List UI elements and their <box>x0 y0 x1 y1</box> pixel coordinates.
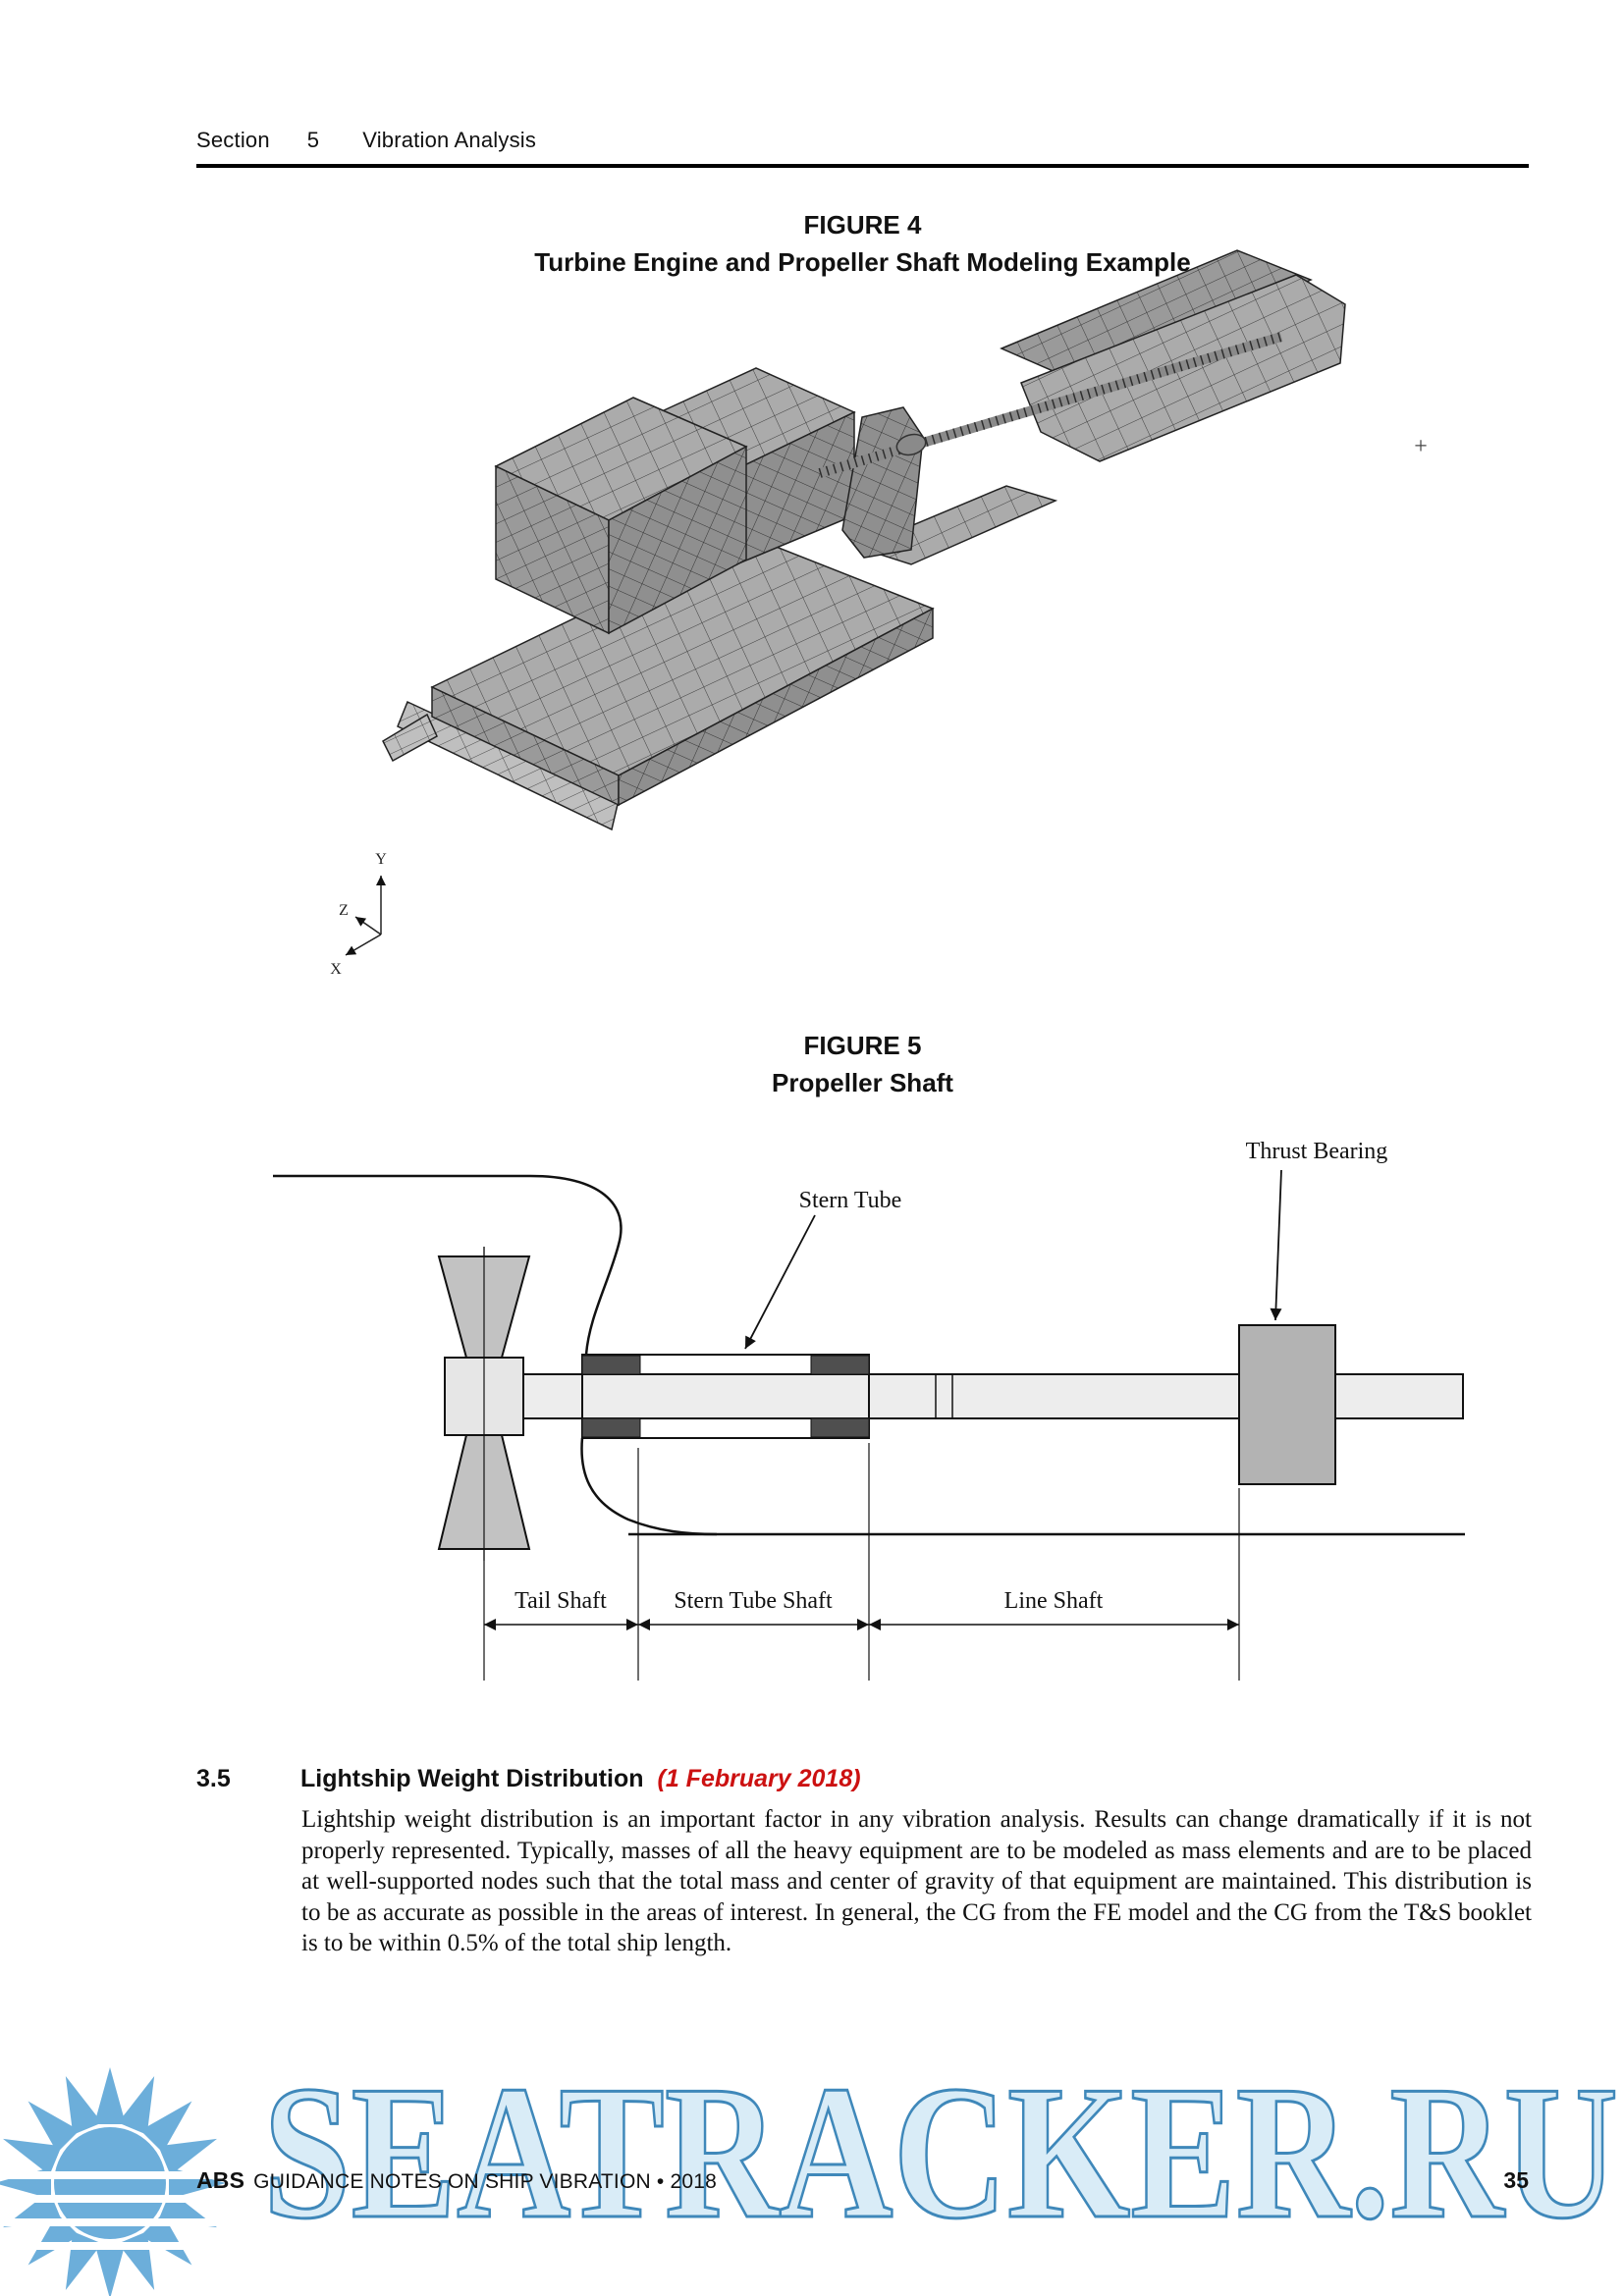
propeller-shaft-diagram: Stern Tube Thrust Bearing Tail Shaft Ste… <box>273 1139 1465 1681</box>
thrust-bearing-label: Thrust Bearing <box>1246 1139 1388 1164</box>
footer-title: GUIDANCE NOTES ON SHIP VIBRATION <box>253 2170 651 2193</box>
header-section-title: Vibration Analysis <box>362 128 537 152</box>
axis-y-label: Y <box>375 851 387 868</box>
shaft-break-marks <box>935 1374 953 1418</box>
section-number: 3.5 <box>196 1765 231 1792</box>
tail-shaft-label: Tail Shaft <box>514 1588 607 1614</box>
stern-tube-bearing <box>810 1417 870 1438</box>
line-shaft-label: Line Shaft <box>1004 1588 1104 1614</box>
propeller-shaft-beam <box>818 332 1283 478</box>
footer-text: ABS GUIDANCE NOTES ON SHIP VIBRATION • 20… <box>196 2167 717 2194</box>
extension-lines <box>483 1247 1240 1681</box>
section-paragraph: Lightship weight distribution is an impo… <box>301 1806 1532 1956</box>
fe-model-figure: + Y Z X <box>330 249 1428 978</box>
page-number: 35 <box>1503 2167 1529 2193</box>
axis-x-label: X <box>330 961 342 978</box>
page-header: Section 5 Vibration Analysis <box>196 128 536 153</box>
axis-z-label: Z <box>339 902 349 919</box>
header-section-number: 5 <box>306 128 320 152</box>
footer-separator: • <box>656 2170 665 2193</box>
section-heading: 3.5 Lightship Weight Distribution (1 Febru… <box>196 1765 1529 1793</box>
figure4-title: Turbine Engine and Propeller Shaft Model… <box>534 247 1191 277</box>
hull-contour <box>273 1174 1465 1536</box>
thrust-bearing-block <box>1238 1324 1336 1485</box>
stern-tube-shaft-label: Stern Tube Shaft <box>674 1588 833 1614</box>
callout-arrows <box>744 1169 1282 1350</box>
stern-structure-mesh <box>841 249 1346 565</box>
page-footer: ABS GUIDANCE NOTES ON SHIP VIBRATION • 20… <box>196 2167 1529 2194</box>
figure5-label: FIGURE 5 <box>803 1031 922 1060</box>
watermark-text: SEATRACKER.RU <box>263 2047 1618 2259</box>
stern-tube-bearing <box>581 1417 641 1438</box>
plus-marker: + <box>1414 434 1428 459</box>
stern-tube-bearing <box>810 1355 870 1375</box>
header-rule <box>196 164 1529 168</box>
stern-tube-label: Stern Tube <box>799 1188 902 1213</box>
figure5-caption: FIGURE 5 Propeller Shaft <box>196 1027 1529 1101</box>
figure4-caption: FIGURE 4 Turbine Engine and Propeller Sh… <box>196 206 1529 281</box>
axis-triad <box>345 876 386 956</box>
header-section-label: Section <box>196 128 270 152</box>
figure5-title: Propeller Shaft <box>772 1068 953 1097</box>
stern-tube-bearing <box>581 1355 641 1375</box>
turbine-block-forward <box>494 397 748 635</box>
section-revision-note: (1 February 2018) <box>657 1765 861 1792</box>
footer-brand: ABS <box>196 2167 245 2193</box>
stern-tube <box>581 1354 870 1439</box>
footer-year: 2018 <box>670 2170 718 2193</box>
figure4-label: FIGURE 4 <box>803 210 922 240</box>
propeller <box>437 1247 531 1561</box>
section-title: Lightship Weight Distribution <box>300 1765 644 1792</box>
